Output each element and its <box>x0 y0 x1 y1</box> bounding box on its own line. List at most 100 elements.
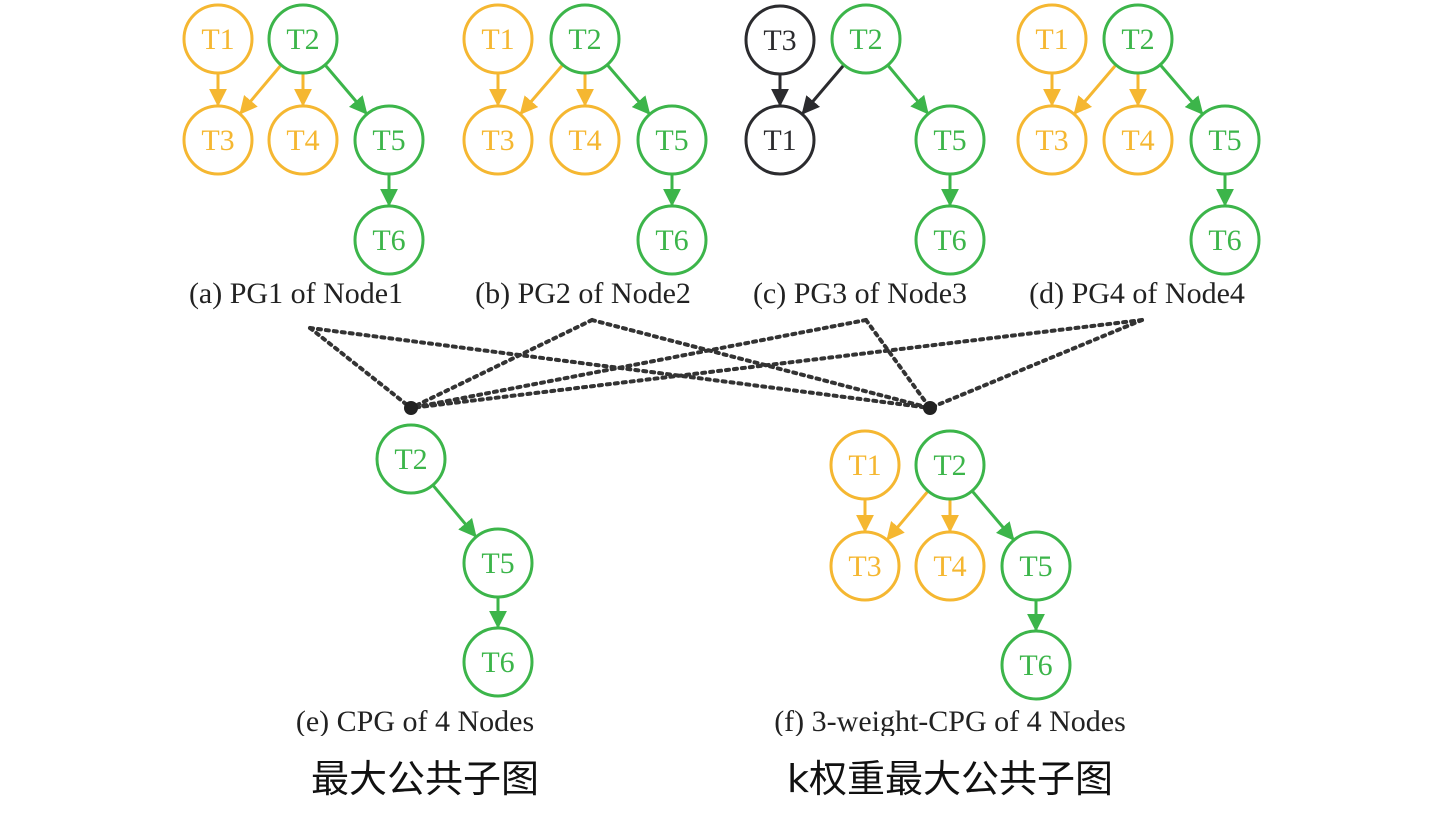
node-label: T5 <box>655 124 688 157</box>
caption-c: (c) PG3 of Node3 <box>753 277 967 310</box>
node-circle <box>267 3 339 75</box>
node-circle <box>182 104 254 176</box>
node-e-T6: T6 <box>462 626 534 698</box>
node-label: T6 <box>1208 224 1241 257</box>
node-circle <box>462 626 534 698</box>
node-label: T2 <box>1121 23 1154 56</box>
node-circle <box>830 3 902 75</box>
node-label: T1 <box>848 449 881 482</box>
node-circle <box>636 204 708 276</box>
node-a-T3: T3 <box>182 104 254 176</box>
node-c-T3: T3 <box>744 4 816 76</box>
connector-a-f <box>308 326 932 410</box>
node-label: T5 <box>372 124 405 157</box>
node-f-T2: T2 <box>914 429 986 501</box>
edge-a-T2-T3 <box>239 64 283 115</box>
node-circle <box>353 104 425 176</box>
node-c-T6: T6 <box>914 204 986 276</box>
connector-d-e <box>409 318 1144 410</box>
node-b-T1: T1 <box>462 3 534 75</box>
cropped-text-strip <box>0 736 1446 746</box>
node-label: T5 <box>1208 124 1241 157</box>
node-a-T6: T6 <box>353 204 425 276</box>
node-circle <box>1000 530 1072 602</box>
node-label: T4 <box>1121 124 1154 157</box>
node-label: T6 <box>481 646 514 679</box>
node-circle <box>744 4 816 76</box>
node-c-T1: T1 <box>744 104 816 176</box>
node-circle <box>1016 104 1088 176</box>
connectors-layer <box>308 318 1144 415</box>
node-circle <box>744 104 816 176</box>
node-d-T2: T2 <box>1102 3 1174 75</box>
node-b-T4: T4 <box>549 104 621 176</box>
node-circle <box>1000 629 1072 701</box>
node-e-T2: T2 <box>375 423 447 495</box>
edges-layer <box>209 63 1234 632</box>
edge-b-T2-T3 <box>519 63 564 115</box>
node-label: T6 <box>655 224 688 257</box>
node-circle <box>182 3 254 75</box>
node-b-T6: T6 <box>636 204 708 276</box>
connector-b-f <box>590 318 932 410</box>
connector-d-f <box>928 318 1144 410</box>
node-circle <box>829 429 901 501</box>
node-label: T1 <box>1035 23 1068 56</box>
node-circle <box>549 104 621 176</box>
caption-a: (a) PG1 of Node1 <box>189 277 403 310</box>
node-circle <box>267 104 339 176</box>
node-circle <box>1102 104 1174 176</box>
node-c-T5: T5 <box>914 104 986 176</box>
node-label: T3 <box>1035 124 1068 157</box>
node-circle <box>1189 104 1261 176</box>
node-circle <box>462 3 534 75</box>
label-max-common-subgraph: 最大公共子图 <box>311 757 539 801</box>
edge-b-T2-T5 <box>606 63 651 115</box>
node-label: T3 <box>848 550 881 583</box>
node-label: T2 <box>394 443 427 476</box>
connector-c-e <box>409 318 868 410</box>
node-f-T5: T5 <box>1000 530 1072 602</box>
label-k-weight-max-common-subgraph: k权重最大公共子图 <box>787 757 1113 801</box>
node-label: T3 <box>481 124 514 157</box>
merge-point-f <box>923 401 937 415</box>
node-a-T4: T4 <box>267 104 339 176</box>
caption-f: (f) 3-weight-CPG of 4 Nodes <box>774 705 1126 738</box>
node-label: T3 <box>201 124 234 157</box>
node-label: T2 <box>933 449 966 482</box>
node-circle <box>914 204 986 276</box>
caption-b: (b) PG2 of Node2 <box>475 277 691 310</box>
node-b-T3: T3 <box>462 104 534 176</box>
node-f-T6: T6 <box>1000 629 1072 701</box>
node-label: T4 <box>568 124 601 157</box>
caption-d: (d) PG4 of Node4 <box>1029 277 1245 310</box>
node-circle <box>1016 3 1088 75</box>
node-circle <box>1189 204 1261 276</box>
node-circle <box>914 429 986 501</box>
node-label: T1 <box>763 124 796 157</box>
node-circle <box>914 530 986 602</box>
node-circle <box>829 530 901 602</box>
node-label: T4 <box>286 124 319 157</box>
node-f-T4: T4 <box>914 530 986 602</box>
node-label: T5 <box>933 124 966 157</box>
edge-f-T2-T3 <box>886 490 930 541</box>
node-label: T2 <box>849 23 882 56</box>
edge-d-T2-T3 <box>1073 63 1118 115</box>
edge-a-T2-T5 <box>323 63 368 115</box>
node-circle <box>636 104 708 176</box>
node-d-T3: T3 <box>1016 104 1088 176</box>
node-a-T2: T2 <box>267 3 339 75</box>
node-circle <box>462 104 534 176</box>
node-label: T2 <box>568 23 601 56</box>
node-label: T5 <box>481 547 514 580</box>
node-label: T2 <box>286 23 319 56</box>
node-c-T2: T2 <box>830 3 902 75</box>
node-label: T1 <box>481 23 514 56</box>
node-circle <box>914 104 986 176</box>
edge-f-T2-T5 <box>970 489 1015 541</box>
node-circle <box>353 204 425 276</box>
caption-e: (e) CPG of 4 Nodes <box>296 705 534 738</box>
node-label: T6 <box>372 224 405 257</box>
